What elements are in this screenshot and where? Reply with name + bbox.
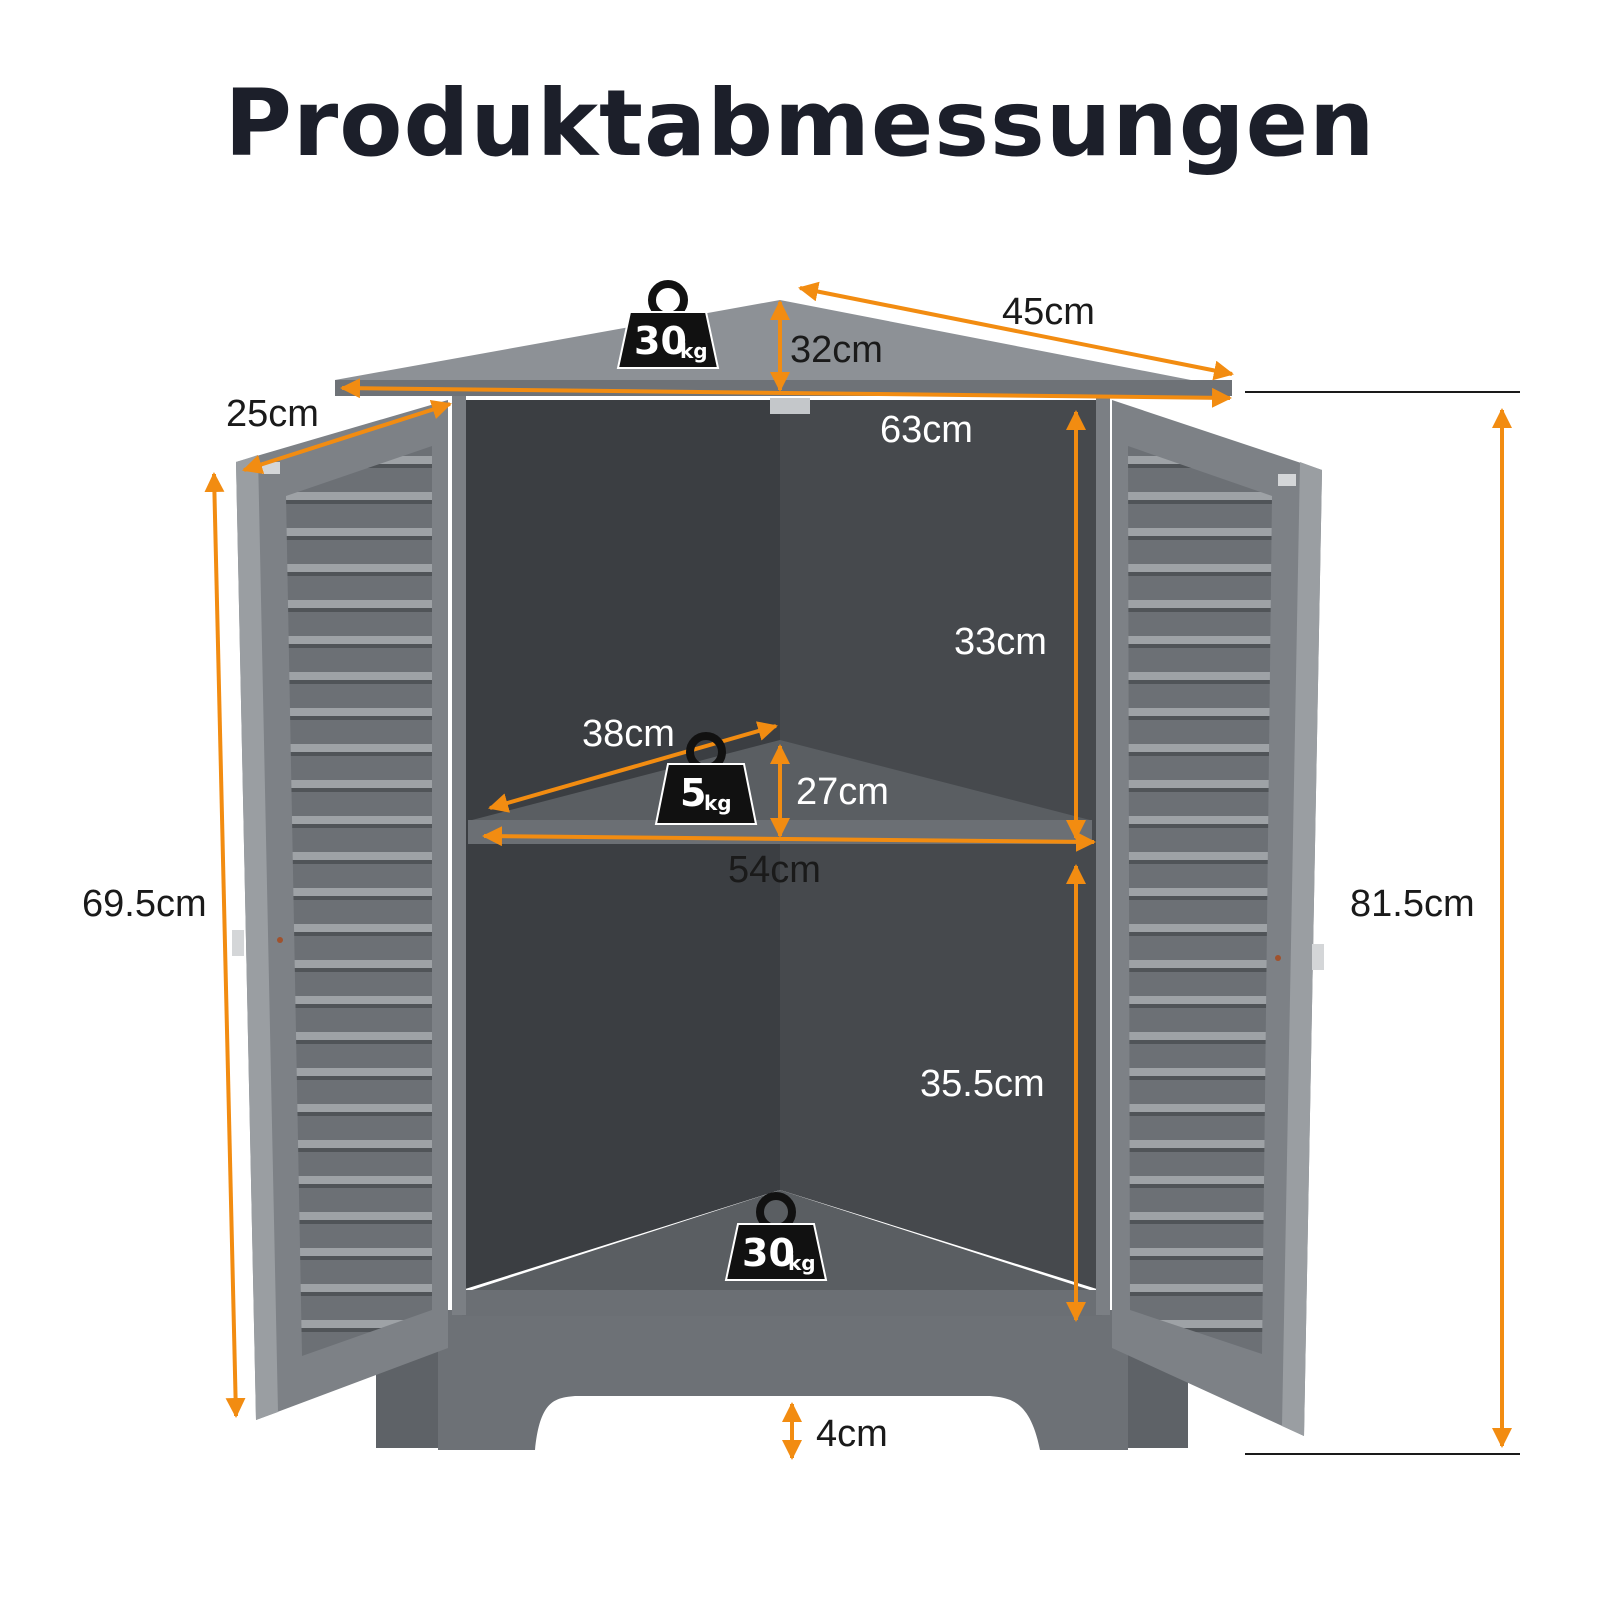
label-upper-height: 33cm [954, 621, 1047, 663]
page-title: Produktabmessungen [225, 70, 1376, 177]
door-knob [232, 930, 244, 956]
label-top-height: 32cm [790, 329, 883, 371]
label-shelf-height: 27cm [796, 771, 889, 813]
label-shelf-width: 54cm [728, 849, 821, 891]
right-door [1112, 400, 1324, 1436]
arrow-shelf-width [482, 826, 1096, 852]
arrow-shelf-depth [488, 721, 778, 813]
label-shelf-depth: 38cm [582, 713, 675, 755]
label-depth-top: 45cm [1002, 291, 1095, 333]
label-width-top: 63cm [880, 409, 973, 451]
arrow-depth-top [798, 281, 1234, 381]
weight-unit-top: kg [680, 339, 708, 363]
dimension-labels: 45cm 32cm 25cm 63cm 33cm 38cm 27cm 54cm … [82, 291, 1475, 1455]
cabinet-base [376, 1310, 1188, 1450]
weight-unit-bottom: kg [788, 1251, 816, 1275]
latch [770, 398, 810, 414]
dimension-arrows [204, 281, 1520, 1460]
label-total-height: 81.5cm [1350, 883, 1475, 925]
weight-icon-top: 30 kg [616, 280, 720, 369]
hinge [1278, 474, 1296, 486]
door-knob [1312, 944, 1324, 970]
label-door-width: 25cm [226, 393, 319, 435]
weight-icon-shelf: 5 kg [654, 732, 758, 825]
arrow-width-top [340, 378, 1232, 408]
weight-unit-shelf: kg [704, 791, 732, 815]
weight-value-shelf: 5 [680, 771, 706, 815]
arrow-door-height [204, 472, 246, 1418]
arrow-door-width [242, 399, 452, 475]
label-lower-height: 35.5cm [920, 1063, 1045, 1105]
label-door-height: 69.5cm [82, 883, 207, 925]
weight-value-bottom: 30 [742, 1231, 795, 1275]
weight-icon-bottom: 30 kg [724, 1192, 828, 1281]
label-foot-height: 4cm [816, 1413, 888, 1455]
weight-value-top: 30 [634, 319, 687, 363]
left-door [232, 400, 448, 1420]
